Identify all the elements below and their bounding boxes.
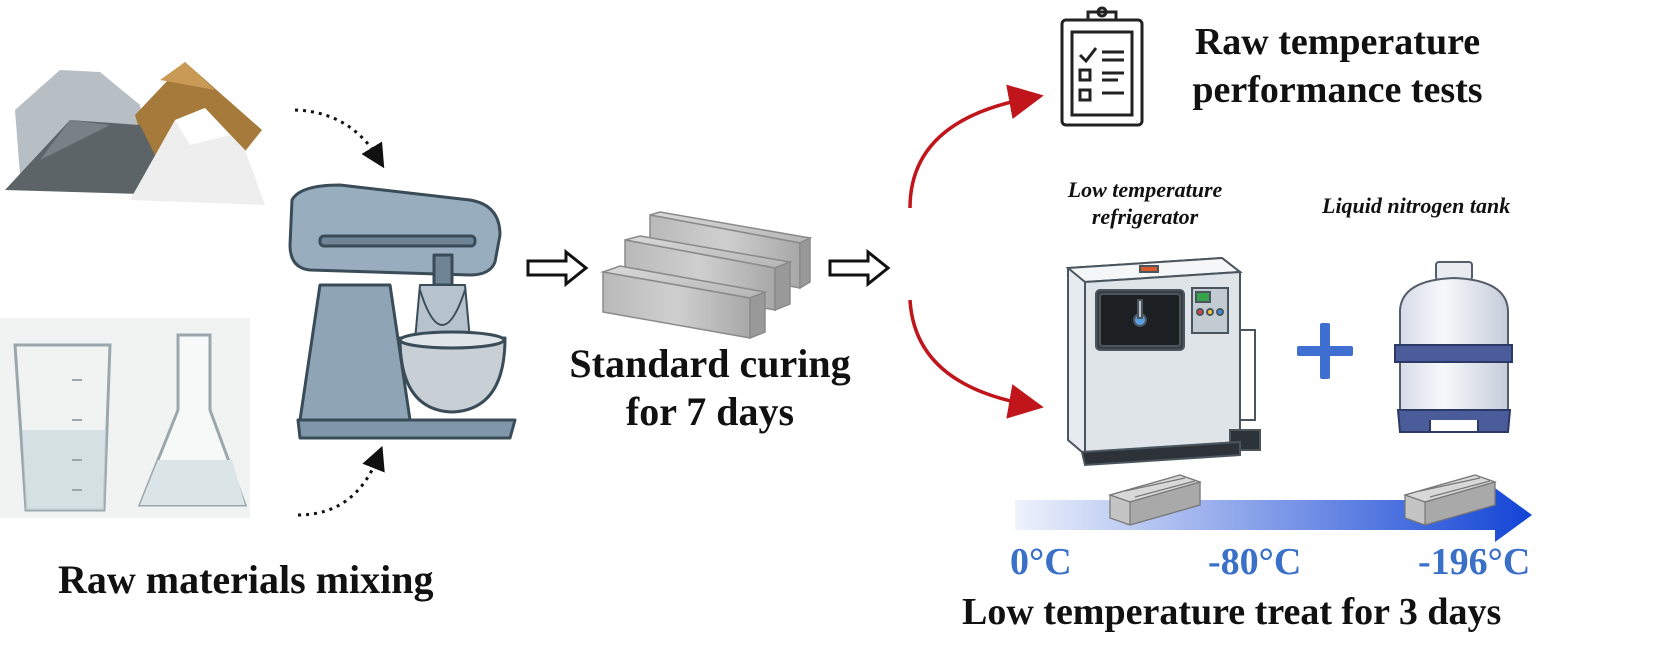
- red-arrow-down: [908, 299, 1044, 419]
- low-temperature-treat-label: Low temperature treat for 3 days: [962, 591, 1502, 633]
- hollow-arrow-2: [828, 248, 891, 288]
- red-arrow-up: [908, 84, 1044, 209]
- small-concrete-block-icon: [1403, 474, 1497, 526]
- standard-curing-label: Standard curing for 7 days: [545, 340, 875, 436]
- raw-materials-mixing-label: Raw materials mixing: [58, 557, 434, 602]
- standard-curing-line1: Standard curing: [569, 341, 851, 386]
- stand-mixer-icon: [288, 183, 517, 440]
- performance-tests-line1: Raw temperature: [1194, 21, 1481, 63]
- nitrogen-tank-icon: [1394, 261, 1513, 433]
- nitrogen-tank-label: Liquid nitrogen tank: [1322, 193, 1511, 218]
- dotted-arrow-top: [294, 108, 385, 169]
- clipboard-checklist-icon: [1060, 6, 1144, 127]
- plus-icon: [1297, 323, 1353, 379]
- beaker-and-flask-icon: [0, 318, 250, 518]
- concrete-blocks-icon: [600, 211, 813, 340]
- refrigerator-label-line2: refrigerator: [1091, 204, 1199, 229]
- performance-tests-line2: performance tests: [1192, 69, 1483, 111]
- temperature-label-minus-80: -80°C: [1208, 541, 1302, 583]
- refrigerator-icon: [1065, 256, 1261, 467]
- refrigerator-label-line1: Low temperature: [1067, 177, 1223, 202]
- temperature-label-minus-196: -196°C: [1418, 541, 1531, 583]
- standard-curing-line2: for 7 days: [625, 389, 795, 434]
- temperature-label-0: 0°C: [1010, 541, 1072, 583]
- performance-tests-label: Raw temperature performance tests: [1165, 18, 1510, 114]
- refrigerator-label: Low temperature refrigerator: [1040, 176, 1250, 230]
- dotted-arrow-bottom: [297, 445, 385, 517]
- powder-piles-icon: [5, 62, 265, 205]
- small-concrete-block-icon: [1108, 474, 1202, 526]
- hollow-arrow-1: [526, 248, 589, 288]
